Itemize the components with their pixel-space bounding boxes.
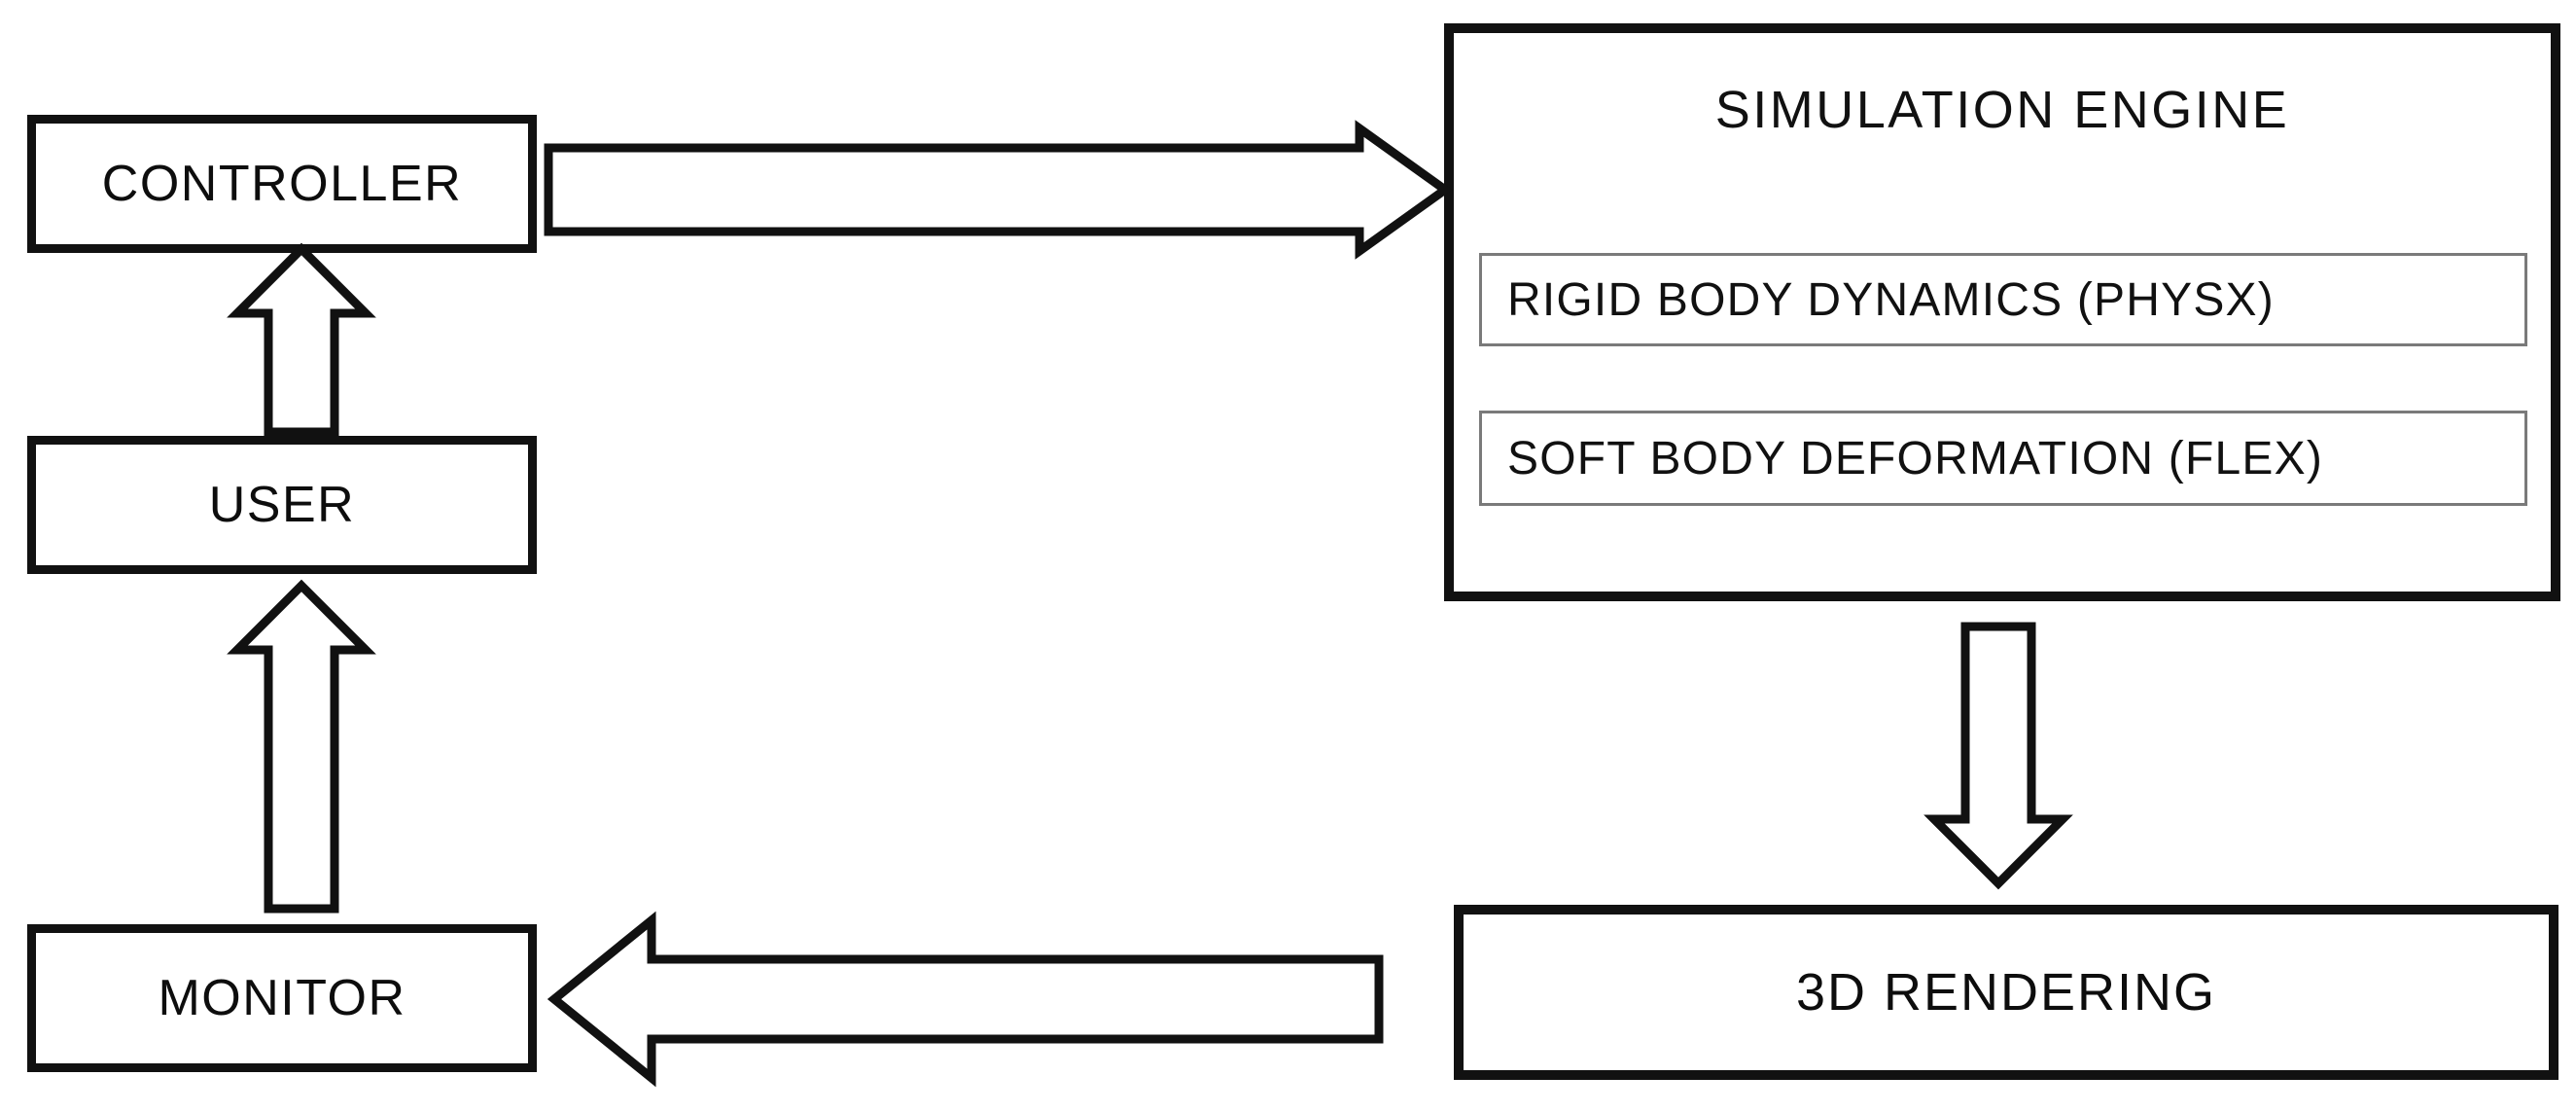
node-soft-body-deformation[interactable]: SOFT BODY DEFORMATION (FLEX) xyxy=(1479,411,2527,506)
arrow-monitor-to-user xyxy=(227,579,376,914)
simulation-engine-title: SIMULATION ENGINE xyxy=(1714,81,2290,139)
node-simulation-engine[interactable]: SIMULATION ENGINE RIGID BODY DYNAMICS (P… xyxy=(1444,23,2560,601)
node-rigid-body-dynamics[interactable]: RIGID BODY DYNAMICS (PHYSX) xyxy=(1479,253,2527,346)
arrow-simulation-engine-to-3d-rendering xyxy=(1923,622,2073,890)
node-user-label: USER xyxy=(208,477,356,533)
arrow-3d-rendering-to-monitor xyxy=(547,911,1384,1088)
node-3d-rendering-label: 3D RENDERING xyxy=(1795,963,2217,1022)
node-3d-rendering[interactable]: 3D RENDERING xyxy=(1454,905,2558,1080)
node-monitor[interactable]: MONITOR xyxy=(27,924,537,1072)
arrow-controller-to-simulation-engine xyxy=(544,120,1453,260)
arrow-user-to-controller xyxy=(227,242,376,437)
node-monitor-label: MONITOR xyxy=(158,970,406,1026)
node-soft-body-deformation-label: SOFT BODY DEFORMATION (FLEX) xyxy=(1507,432,2324,484)
node-rigid-body-dynamics-label: RIGID BODY DYNAMICS (PHYSX) xyxy=(1507,273,2275,326)
node-controller-label: CONTROLLER xyxy=(101,156,463,212)
node-user[interactable]: USER xyxy=(27,436,537,574)
node-controller[interactable]: CONTROLLER xyxy=(27,115,537,253)
